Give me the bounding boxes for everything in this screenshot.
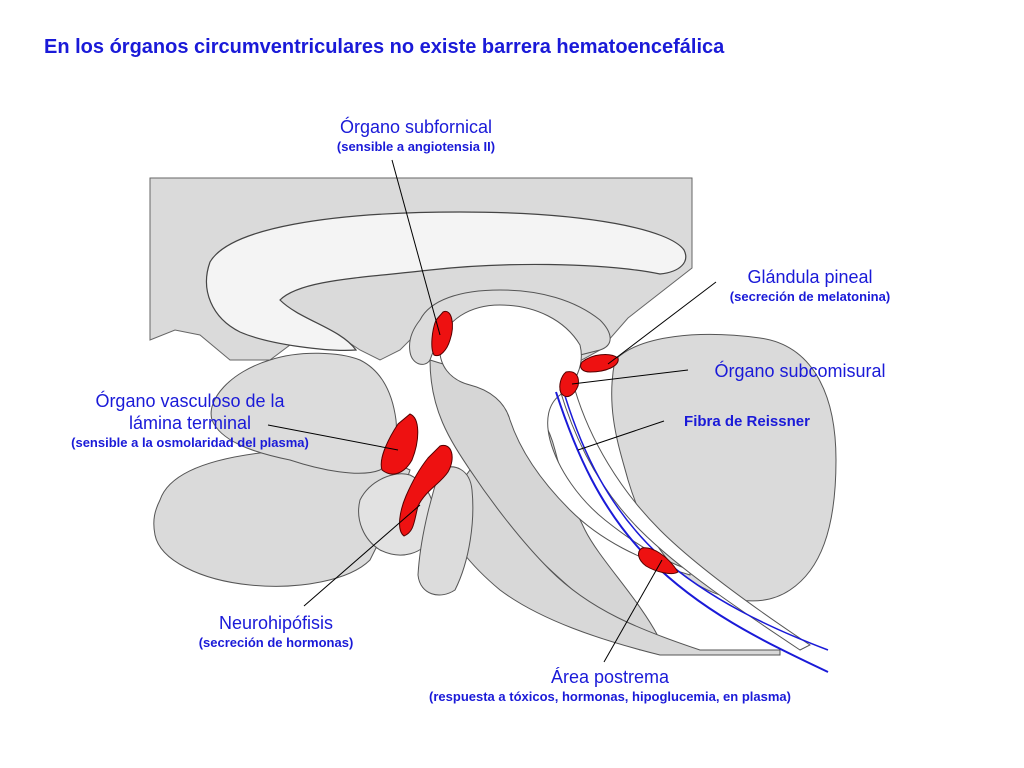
label-subcomisural-name: Órgano subcomisural (714, 361, 886, 381)
pituitary-lobe (417, 466, 474, 596)
label-vasculoso-line2: lámina terminal (128, 413, 252, 433)
label-subfornical-name: Órgano subfornical (339, 117, 493, 137)
organ-subcomisural (559, 371, 579, 397)
label-neurohipofisis: Neurohipófisis (secreción de hormonas) (166, 612, 386, 651)
label-vasculoso: Órgano vasculoso de la lámina terminal (… (40, 390, 340, 451)
fourth-ventricle (559, 389, 811, 651)
organ-area-postrema (638, 547, 679, 575)
corpus-callosum (205, 211, 687, 351)
organ-neurohipofisis (399, 444, 453, 537)
label-neurohipofisis-name: Neurohipófisis (218, 613, 334, 633)
label-reissner: Fibra de Reissner (662, 412, 832, 432)
leader-neurohipofisis (303, 504, 421, 607)
label-pineal-name: Glándula pineal (747, 267, 873, 287)
leader-pineal (607, 281, 717, 365)
label-vasculoso-line1: Órgano vasculoso de la (95, 391, 285, 411)
cerebellum (611, 334, 837, 602)
label-subfornical: Órgano subfornical (sensible a angiotens… (296, 116, 536, 155)
organ-pineal (580, 354, 619, 373)
label-subcomisural: Órgano subcomisural (690, 360, 910, 382)
leader-postrema (603, 559, 663, 663)
leader-subcomisural (571, 369, 689, 385)
leader-vasculoso (267, 424, 399, 451)
label-postrema-name: Área postrema (550, 667, 670, 687)
label-subfornical-desc: (sensible a angiotensia II) (336, 139, 496, 154)
leader-reissner (577, 420, 665, 451)
label-postrema-desc: (respuesta a tóxicos, hormonas, hipogluc… (429, 689, 791, 704)
label-pineal-desc: (secreción de melatonina) (729, 289, 891, 304)
organ-vasculoso (380, 413, 419, 475)
third-ventricle (439, 304, 691, 576)
page-title: En los órganos circumventriculares no ex… (44, 36, 725, 58)
leader-subfornical (391, 159, 441, 336)
label-vasculoso-desc: (sensible a la osmolaridad del plasma) (71, 435, 309, 450)
label-postrema: Área postrema (respuesta a tóxicos, horm… (400, 666, 820, 705)
label-pineal: Glándula pineal (secreción de melatonina… (700, 266, 920, 305)
label-neurohipofisis-desc: (secreción de hormonas) (198, 635, 354, 650)
brainstem (439, 469, 781, 656)
frontal-region (210, 352, 397, 474)
label-reissner-name: Fibra de Reissner (684, 413, 810, 430)
